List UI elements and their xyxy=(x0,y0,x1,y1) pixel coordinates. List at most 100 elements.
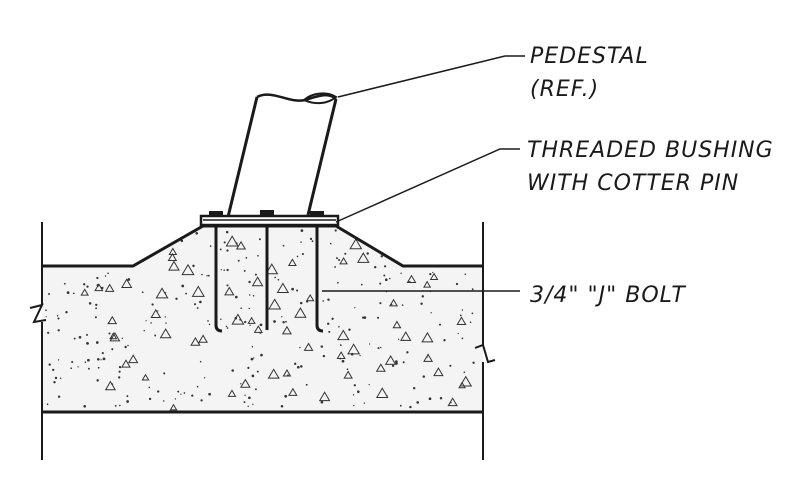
aggregate-dot xyxy=(455,282,459,286)
j-bolt-left xyxy=(214,225,223,333)
bushing-label-line2: WITH COTTER PIN xyxy=(527,171,739,196)
aggregate-stone xyxy=(235,240,247,250)
aggregate-dot xyxy=(157,390,160,393)
aggregate-stone xyxy=(141,373,150,381)
aggregate-dot xyxy=(191,394,194,397)
aggregate-stone xyxy=(169,403,178,411)
aggregate-dot xyxy=(127,344,129,347)
aggregate-dot xyxy=(421,295,425,298)
aggregate-dot xyxy=(48,293,50,295)
aggregate-dot xyxy=(177,390,180,393)
aggregate-dot xyxy=(429,272,432,276)
aggregate-dot xyxy=(461,337,464,340)
aggregate-dot xyxy=(57,395,61,398)
aggregate-dot xyxy=(439,323,441,326)
aggregate-dot xyxy=(299,346,301,349)
aggregate-dot xyxy=(259,331,262,334)
aggregate-dot xyxy=(450,401,452,404)
aggregate-dot xyxy=(65,310,68,314)
aggregate-stone xyxy=(343,370,353,379)
aggregate-dot xyxy=(85,333,89,336)
aggregate-dot xyxy=(97,358,100,361)
aggregate-dot xyxy=(96,283,100,287)
aggregate-dot xyxy=(193,303,197,306)
aggregate-stone xyxy=(121,278,133,288)
aggregate-dot xyxy=(383,274,386,277)
aggregate-dot xyxy=(338,258,341,262)
aggregate-dot xyxy=(257,254,259,257)
aggregate-dot xyxy=(281,316,283,318)
aggregate-dot xyxy=(54,376,58,380)
aggregate-dot xyxy=(353,384,356,387)
aggregate-dot xyxy=(254,273,257,276)
aggregate-dot xyxy=(126,395,129,398)
aggregate-stone xyxy=(389,298,399,307)
aggregate-dot xyxy=(52,368,55,372)
aggregate-stone xyxy=(191,285,205,297)
aggregate-dot xyxy=(389,277,391,280)
aggregate-stone xyxy=(339,257,348,265)
aggregate-stone xyxy=(107,315,118,325)
aggregate-dot xyxy=(121,337,123,339)
aggregate-dot xyxy=(59,377,62,380)
aggregate-dot xyxy=(151,303,154,306)
concrete-aggregate xyxy=(45,229,475,411)
aggregate-stone xyxy=(429,272,439,280)
aggregate-dot xyxy=(107,322,110,324)
aggregate-dot xyxy=(250,357,254,361)
aggregate-dot xyxy=(398,338,400,340)
aggregate-dot xyxy=(252,294,255,297)
aggregate-dot xyxy=(108,332,111,335)
aggregate-dot xyxy=(379,302,382,305)
aggregate-dot xyxy=(294,362,297,365)
aggregate-dot xyxy=(203,377,206,379)
pedestal-left-side xyxy=(226,96,259,218)
aggregate-dot xyxy=(57,329,60,332)
aggregate-dot xyxy=(66,291,70,294)
aggregate-stone xyxy=(384,355,397,365)
aggregate-dot xyxy=(70,367,73,370)
aggregate-dot xyxy=(73,337,76,340)
aggregate-dot xyxy=(301,252,304,256)
aggregate-dot xyxy=(180,393,182,395)
aggregate-dot xyxy=(127,278,131,281)
aggregate-stone xyxy=(392,320,402,329)
aggregate-dot xyxy=(377,347,380,350)
aggregate-dot xyxy=(390,303,393,306)
aggregate-dot xyxy=(87,358,90,362)
aggregate-stone xyxy=(282,369,292,377)
aggregate-dot xyxy=(199,360,202,363)
aggregate-dot xyxy=(360,283,363,286)
aggregate-dot xyxy=(198,342,200,345)
aggregate-dot xyxy=(274,276,277,279)
aggregate-dot xyxy=(225,230,229,234)
aggregate-stone xyxy=(459,375,473,387)
aggregate-dot xyxy=(45,309,47,312)
aggregate-dot xyxy=(380,346,382,349)
aggregate-dot xyxy=(380,255,384,258)
pedestal-label-line1: PEDESTAL xyxy=(530,44,649,69)
aggregate-stone xyxy=(155,287,169,299)
aggregate-dot xyxy=(101,352,104,355)
aggregate-dot xyxy=(284,394,288,398)
aggregate-dot xyxy=(226,327,229,329)
aggregate-dot xyxy=(101,286,104,290)
aggregate-dot xyxy=(338,326,340,328)
aggregate-dot xyxy=(209,245,212,247)
aggregate-dot xyxy=(277,278,280,281)
aggregate-dot xyxy=(174,398,177,400)
aggregate-dot xyxy=(47,331,50,334)
bushing-nut xyxy=(310,211,324,217)
aggregate-dot xyxy=(409,405,412,409)
aggregate-dot xyxy=(97,366,100,369)
aggregate-dot xyxy=(251,374,255,378)
aggregate-dot xyxy=(341,359,345,363)
aggregate-dot xyxy=(344,252,347,255)
aggregate-dot xyxy=(208,392,211,396)
aggregate-dot xyxy=(208,323,211,326)
aggregate-dot xyxy=(320,345,324,348)
aggregate-stone xyxy=(281,325,292,335)
aggregate-dot xyxy=(253,357,255,359)
aggregate-stone xyxy=(247,316,256,324)
aggregate-dot xyxy=(258,238,261,241)
